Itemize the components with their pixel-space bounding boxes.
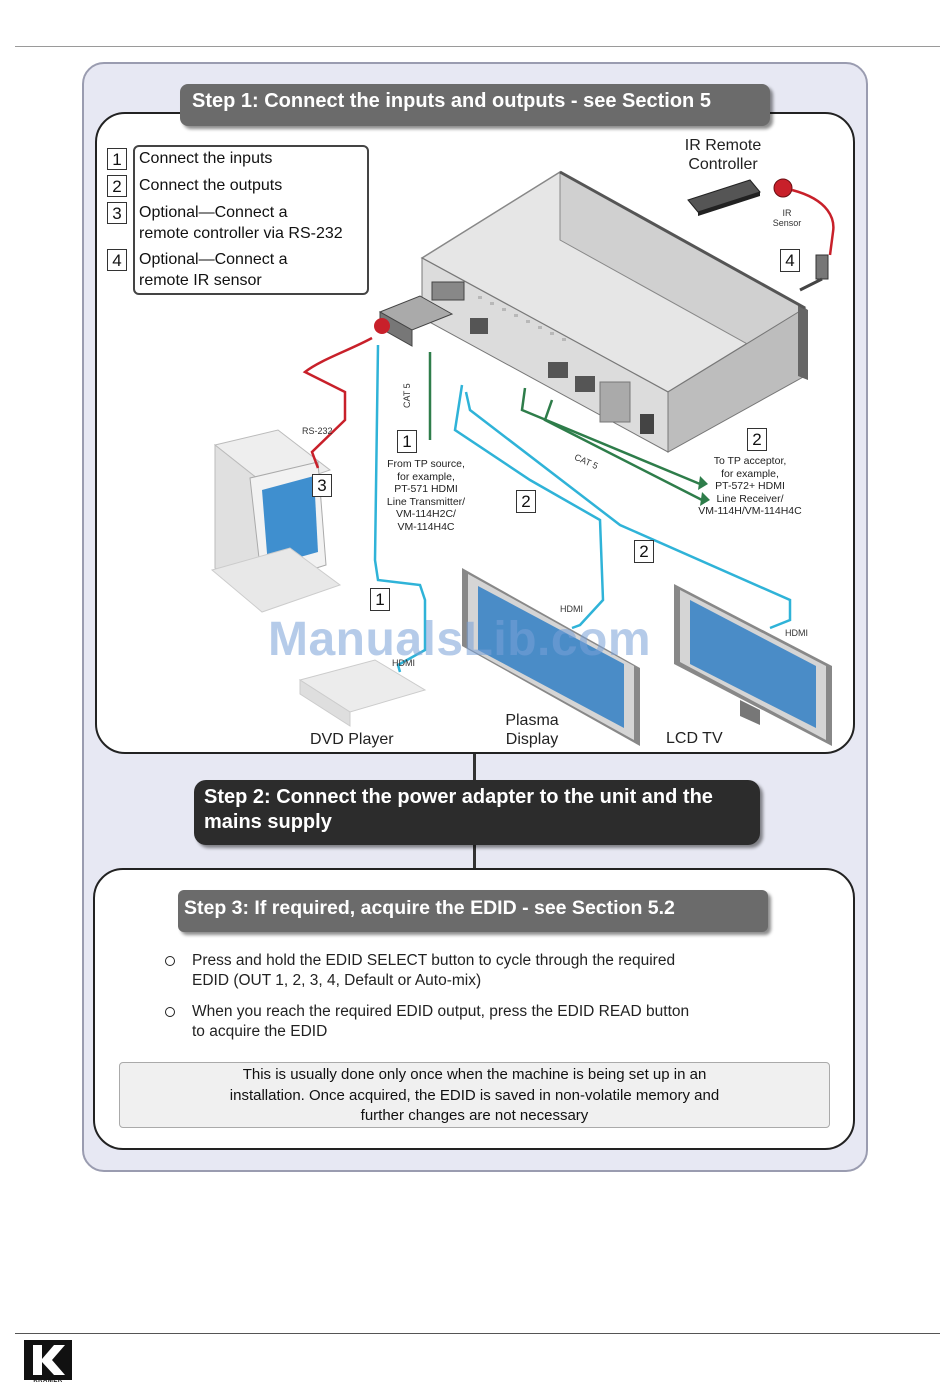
- step1-legend: [133, 145, 369, 295]
- watermark: ManualsLib.com: [268, 613, 652, 666]
- num-label-4: 4: [780, 249, 800, 272]
- plasma-display-label: Plasma Display: [505, 712, 559, 748]
- computer-icon: [210, 429, 342, 613]
- hdmi-out-cable-2: [464, 391, 792, 630]
- plasma-display-icon: [462, 568, 640, 746]
- legend-text-4b: remote IR sensor: [139, 272, 262, 289]
- hdmi-dvd-label: HDMI: [392, 658, 415, 668]
- hdmi-out-cable-1: [453, 384, 605, 630]
- cat5-out-cable-1: [520, 387, 701, 486]
- hdmi-plasma-label: HDMI: [560, 604, 583, 614]
- num-label-2-tp: 2: [747, 428, 767, 451]
- ir-sensor-icon: [773, 178, 835, 292]
- kramer-logo-text: KRAMER: [33, 1378, 63, 1384]
- step3-bullet-1: Press and hold the EDID SELECT button to…: [192, 952, 676, 989]
- rs232-connector-icon: [374, 295, 454, 347]
- ir-sensor-label: IR Sensor: [772, 208, 802, 228]
- edid-note: This is usually done only once when the …: [119, 1062, 830, 1128]
- legend-num-3: 3: [107, 202, 127, 224]
- dvd-player-label: DVD Player: [310, 731, 394, 748]
- num-label-3: 3: [312, 474, 332, 497]
- top-rule: [15, 46, 940, 47]
- bottom-rule: [15, 1333, 940, 1334]
- rs232-cable: [302, 336, 373, 469]
- ir-remote-label: IR Remote Controller: [684, 137, 762, 173]
- bullet-icon: [165, 956, 175, 966]
- step2-line2: mains supply: [204, 811, 332, 833]
- num-label-2-hdmi-a: 2: [516, 490, 536, 513]
- step2-title: Step 2: Connect the power adapter to the…: [194, 780, 760, 845]
- cat5-in-label: CAT 5: [402, 383, 412, 408]
- kramer-logo: KRAMER: [24, 1340, 72, 1386]
- legend-text-3b: remote controller via RS-232: [139, 225, 343, 242]
- step1-title: Step 1: Connect the inputs and outputs -…: [180, 84, 770, 126]
- legend-text-4: Optional—Connect a: [139, 251, 288, 268]
- legend-num-4: 4: [107, 249, 127, 271]
- step-connector-top: [473, 754, 476, 782]
- num-label-1-hdmi: 1: [370, 588, 390, 611]
- to-tp-acceptor-text: To TP acceptor, for example, PT-572+ HDM…: [698, 455, 802, 517]
- lcd-tv-icon: [674, 584, 832, 746]
- legend-num-1: 1: [107, 148, 127, 170]
- step3-bullet-2: When you reach the required EDID output,…: [192, 1003, 690, 1040]
- legend-text-3: Optional—Connect a: [139, 204, 288, 221]
- num-label-2-hdmi-b: 2: [634, 540, 654, 563]
- bullet-icon: [165, 1007, 175, 1017]
- cat5-out-cable-2: [543, 399, 703, 502]
- step3-title: Step 3: If required, acquire the EDID - …: [178, 890, 768, 932]
- rs232-label: RS-232: [302, 426, 333, 436]
- legend-text-2: Connect the outputs: [139, 177, 283, 194]
- legend-text-1: Connect the inputs: [139, 150, 273, 167]
- dvd-player-icon: [298, 659, 427, 727]
- num-label-1-cat5: 1: [397, 430, 417, 453]
- lcd-tv-label: LCD TV: [666, 730, 723, 747]
- step2-line1: Step 2: Connect the power adapter to the…: [204, 786, 713, 808]
- device-unit: [420, 170, 808, 453]
- from-tp-source-text: From TP source, for example, PT-571 HDMI…: [386, 458, 466, 533]
- step-connector-bottom: [473, 844, 476, 870]
- hdmi-lcd-label: HDMI: [785, 628, 808, 638]
- ir-remote-icon: [687, 179, 761, 216]
- hdmi-in-cable: [373, 344, 427, 673]
- legend-num-2: 2: [107, 175, 127, 197]
